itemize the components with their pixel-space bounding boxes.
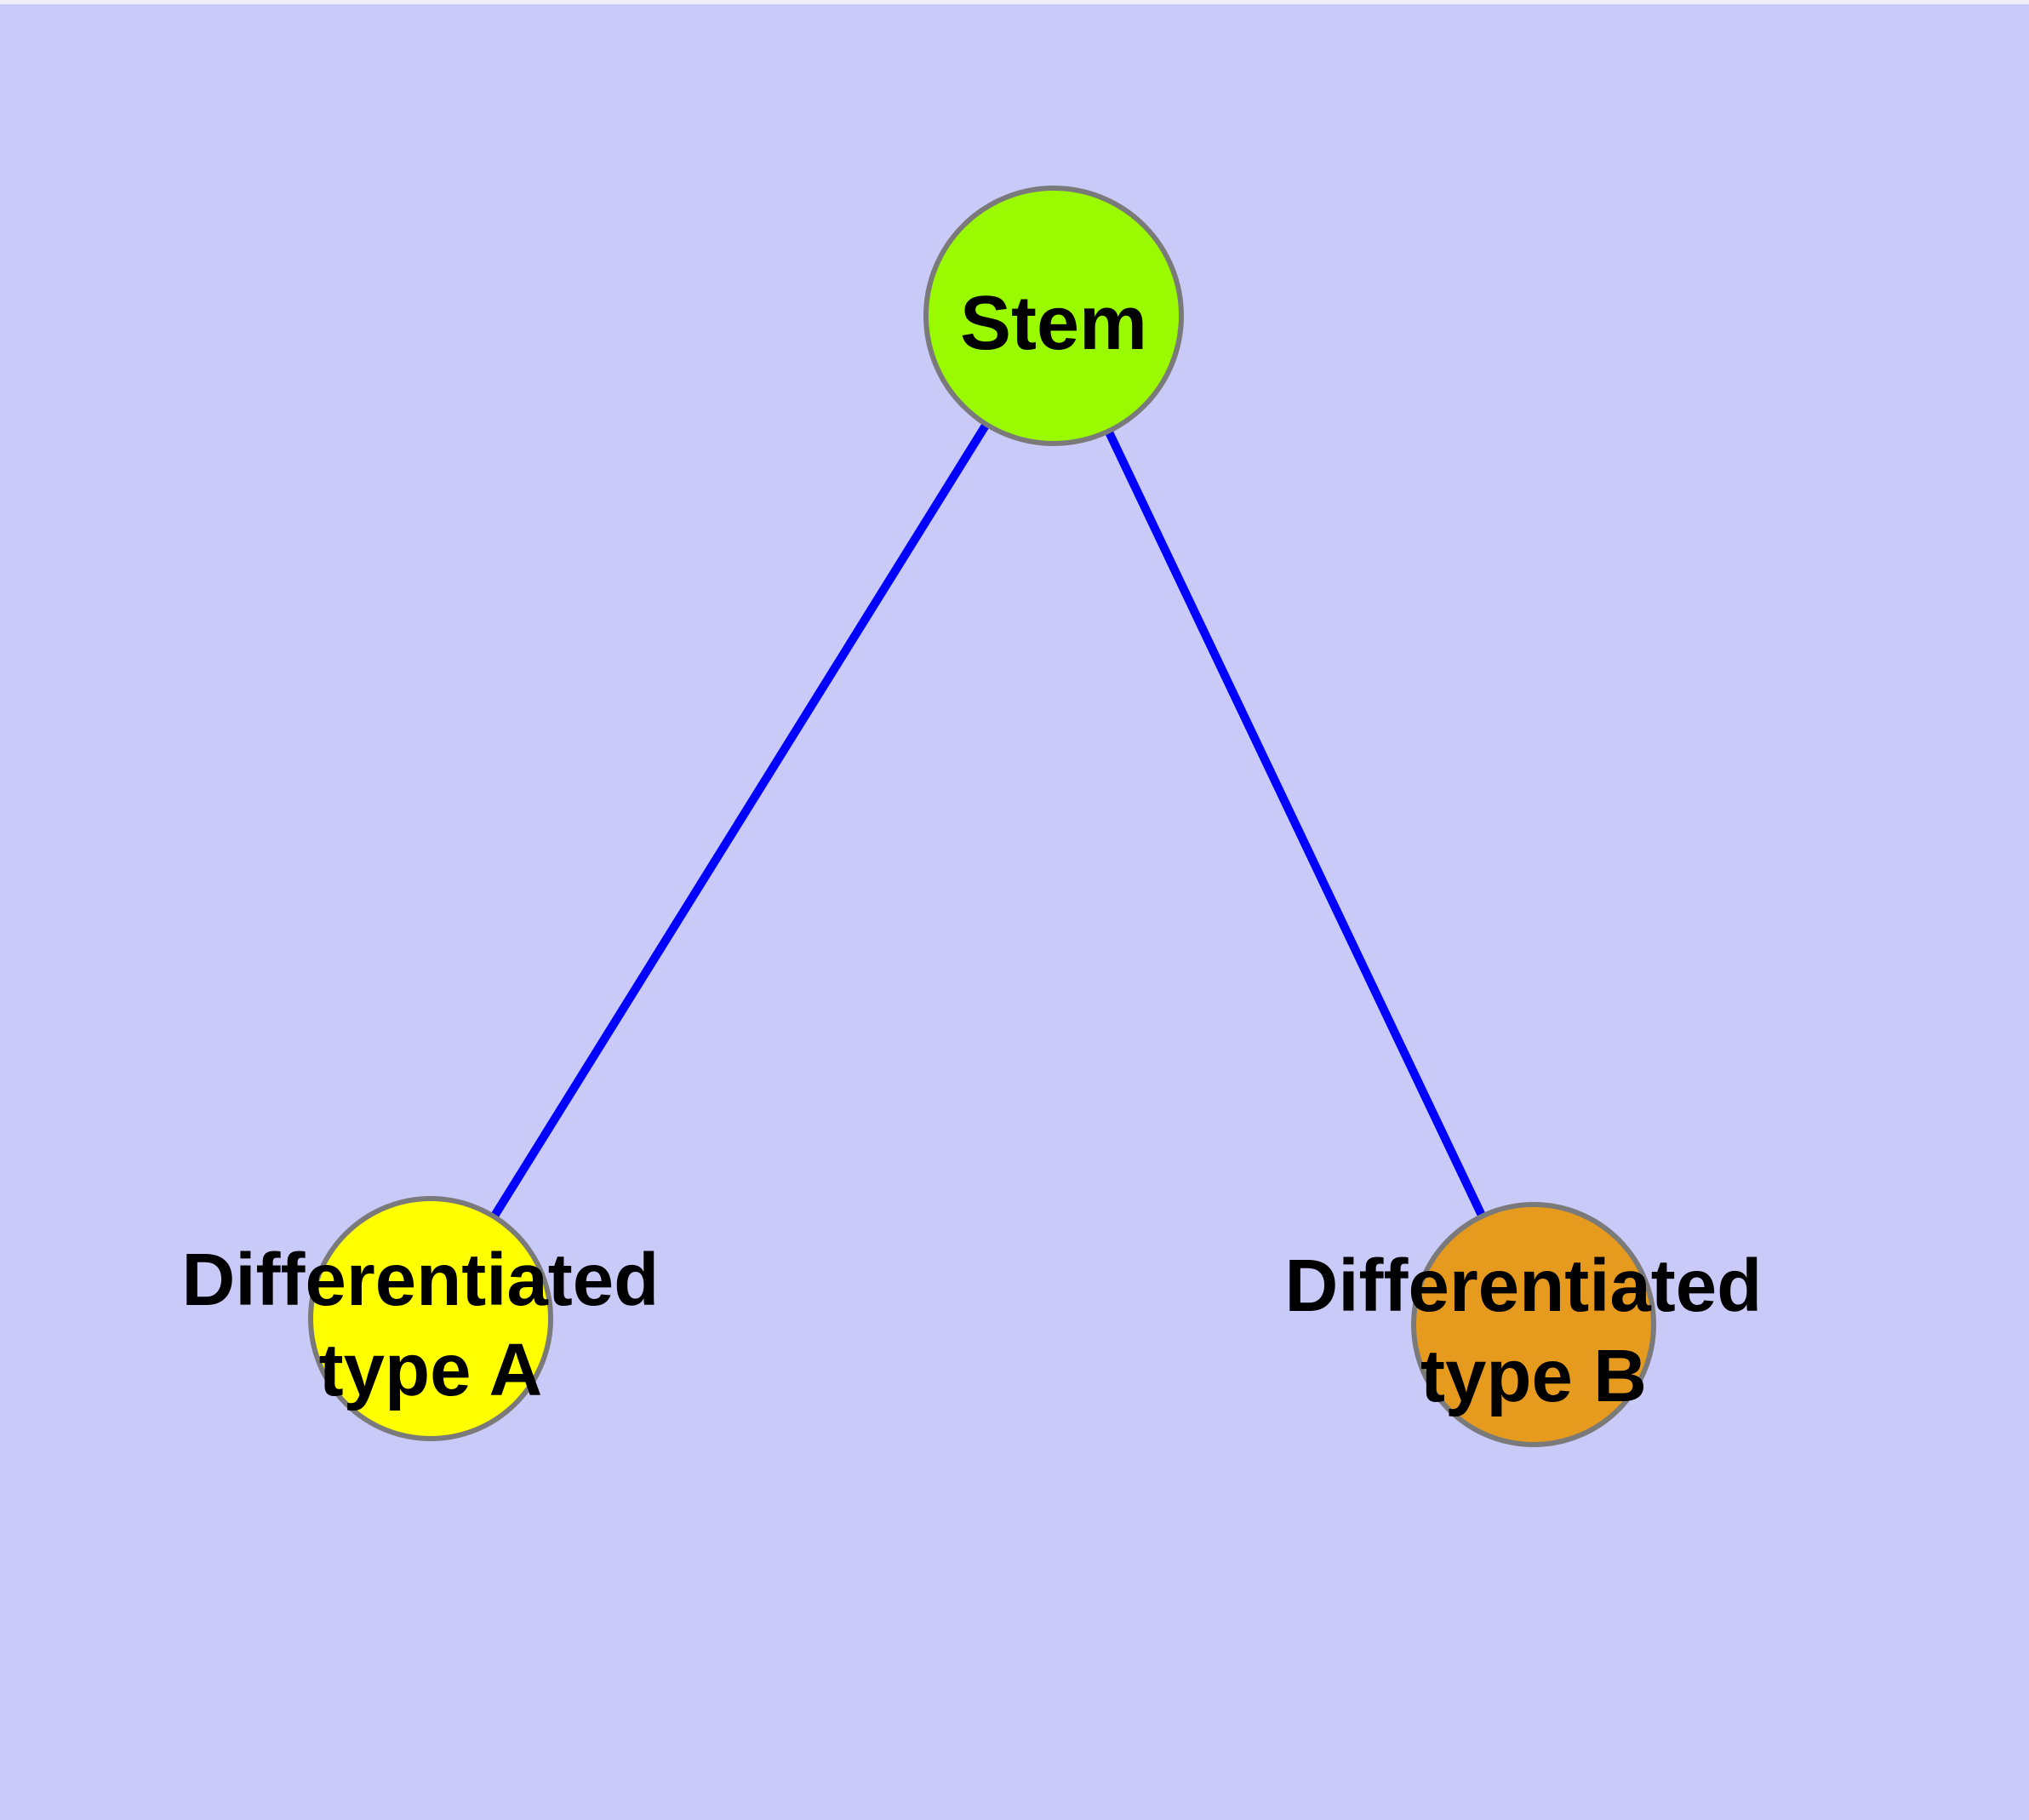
node-differentiated-type-a bbox=[308, 1196, 553, 1441]
node-label-type-a-line1: Differentiated bbox=[182, 1239, 660, 1321]
node-stem bbox=[923, 186, 1184, 446]
edge-stem-to-type-a bbox=[426, 313, 1058, 1321]
node-label-type-a-line2: type A bbox=[319, 1329, 543, 1411]
window-top-edge bbox=[0, 0, 2029, 4]
node-label-stem: Stem bbox=[960, 281, 1147, 366]
node-label-type-b-line2: type B bbox=[1420, 1335, 1647, 1417]
node-label-type-b-line1: Differentiated bbox=[1285, 1245, 1763, 1327]
node-label-differentiated-type-a: Differentiated type A bbox=[182, 1239, 680, 1411]
edge-stem-to-type-b bbox=[1049, 313, 1538, 1327]
node-label-differentiated-type-b: Differentiated type B bbox=[1285, 1245, 1783, 1417]
node-differentiated-type-b bbox=[1411, 1202, 1656, 1447]
